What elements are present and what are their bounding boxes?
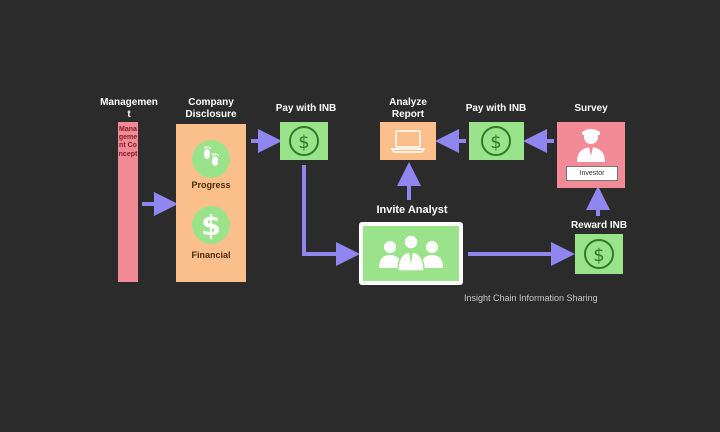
laptop-icon (390, 130, 426, 153)
arrow-pay-to-analyst (302, 165, 360, 266)
dollar-icon: $ (192, 206, 230, 244)
management-concept-text: Management Concept (118, 126, 138, 158)
dollar-coin-icon: $ (481, 126, 511, 156)
pay-with-inb-label-2: Pay with INB (465, 103, 527, 114)
dollar-coin-icon: $ (584, 239, 614, 269)
svg-text:$: $ (201, 209, 220, 242)
dollar-coin-icon: $ (289, 126, 319, 156)
report-box (380, 122, 436, 160)
management-concept-bar: Management Concept (118, 122, 138, 282)
analyze-report-label: Analyze Report (389, 97, 427, 120)
pay-box-2: $ (469, 122, 524, 160)
pay-with-inb-label-1: Pay with INB (275, 103, 337, 114)
group-icon (379, 234, 443, 272)
company-disclosure-box: Progress $ Financial (176, 124, 246, 282)
survey-label: Survey (574, 103, 608, 114)
reward-inb-label: Reward INB (570, 220, 628, 231)
company-disclosure-label: Company Disclosure (185, 97, 237, 120)
footprints-icon (192, 140, 230, 178)
management-label: Managemen t (100, 97, 158, 120)
person-icon (577, 129, 605, 162)
svg-text:$: $ (298, 132, 309, 153)
analyst-box (359, 222, 463, 285)
pay-box-1: $ (280, 122, 328, 160)
footer-caption: Insight Chain Information Sharing (464, 293, 598, 303)
analyst-inner (363, 226, 459, 281)
svg-text:$: $ (593, 245, 604, 266)
progress-label: Progress (191, 180, 231, 190)
invite-analyst-label: Invite Analyst (376, 204, 448, 216)
financial-label: Financial (191, 250, 231, 260)
survey-box: Investor (557, 122, 625, 188)
reward-box: $ (575, 234, 623, 274)
investor-label: Investor (566, 166, 618, 181)
svg-text:$: $ (490, 132, 501, 153)
